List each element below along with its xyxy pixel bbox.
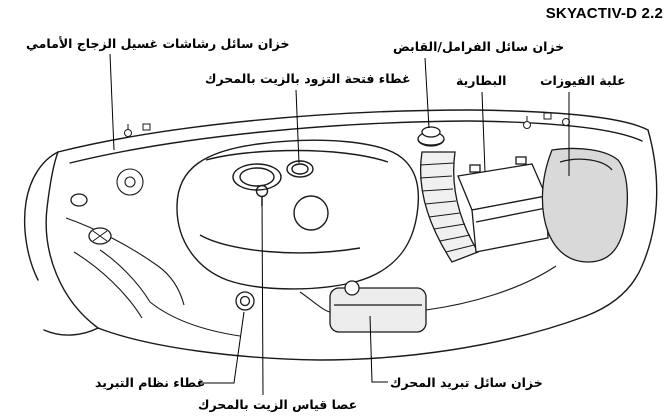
strut-tower-center [124, 176, 136, 188]
engine-cover-lower-crease [199, 234, 361, 254]
engine-emblem [293, 195, 329, 231]
coolant-tank [329, 287, 427, 333]
label-battery: البطارية [456, 73, 507, 88]
oil-cap-ring-inner [239, 167, 275, 187]
clip-icon [523, 121, 531, 129]
hose-ribs [419, 162, 475, 253]
battery-front-line [475, 207, 547, 223]
wiring-harness [99, 249, 151, 303]
engine-cover-crease [205, 149, 389, 163]
oil-filler-cap-top [291, 163, 309, 175]
fuse-box-shape [541, 147, 628, 263]
brake-cap-skirt [417, 138, 445, 146]
washer-filler-cap [70, 193, 112, 245]
clip-icon [124, 129, 132, 137]
left-bay-details [65, 168, 241, 337]
engine-cover [176, 139, 420, 290]
coolant-hose [425, 265, 557, 311]
cooling-cap-inner [239, 295, 251, 307]
leader-brake-clutch [424, 57, 430, 129]
label-oil-dipstick: عصا قياس الزيت بالمحرك [198, 397, 358, 412]
cowl-inner-edge [69, 120, 643, 164]
battery-shape [457, 156, 549, 253]
coolant-cap [344, 280, 360, 296]
leader-dipstick [261, 197, 264, 396]
brake-cap-top [421, 126, 441, 138]
cooling-system-cap-shape [235, 291, 255, 311]
washer-cap-grip [92, 230, 108, 242]
label-coolant-reservoir: خزان سائل تبريد المحرك [390, 375, 543, 390]
leader-cooling-cap [198, 311, 245, 384]
strut-tower [116, 168, 144, 196]
clip-icon [543, 112, 552, 120]
battery-terminal [469, 164, 481, 173]
battery-terminal [515, 156, 527, 165]
hood-outer-left-edge [23, 151, 59, 281]
leader-coolant-reservoir [369, 315, 388, 383]
wiring-harness [149, 301, 241, 337]
coolant-reservoir-shape [299, 265, 557, 333]
label-fuse-box: علبة الفيوزات [540, 73, 626, 88]
wiring-harness [73, 251, 143, 319]
right-fender-edge [585, 129, 658, 317]
leader-washer-reservoir [109, 53, 115, 151]
engine-bay-outline [23, 109, 658, 361]
small-cap [70, 193, 88, 207]
front-lower-edge [97, 315, 587, 361]
battery-front [471, 195, 549, 253]
clip-icon [562, 118, 570, 126]
label-oil-filler-cap: غطاء فتحة التزود بالزيت بالمحرك [205, 71, 411, 86]
brake-fluid-cap-shape [417, 126, 445, 147]
engine-model-title: SKYACTIV-D 2.2 [545, 5, 663, 22]
leader-battery [481, 91, 486, 173]
air-intake-hose [419, 151, 479, 263]
leader-oil-filler-cap [295, 89, 300, 164]
fuse-box-lid-line [559, 158, 613, 171]
cowl-clips [124, 112, 570, 137]
leader-lines [109, 53, 570, 396]
wiring-harness [65, 217, 185, 306]
coolant-hose [299, 291, 331, 313]
label-washer-reservoir: خزان سائل رشاشات غسيل الزجاج الأمامي [26, 36, 290, 51]
clip-icon [142, 123, 151, 131]
label-brake-clutch-reservoir: خزان سائل الفرامل/القابض [393, 39, 565, 54]
label-cooling-system-cap: غطاء نظام التبريد [95, 375, 206, 390]
fuse-box-body [541, 147, 628, 263]
hood-outer-bottom-edge [43, 327, 99, 336]
left-fender-edge [45, 151, 99, 329]
cowl-top-edge [57, 109, 649, 153]
